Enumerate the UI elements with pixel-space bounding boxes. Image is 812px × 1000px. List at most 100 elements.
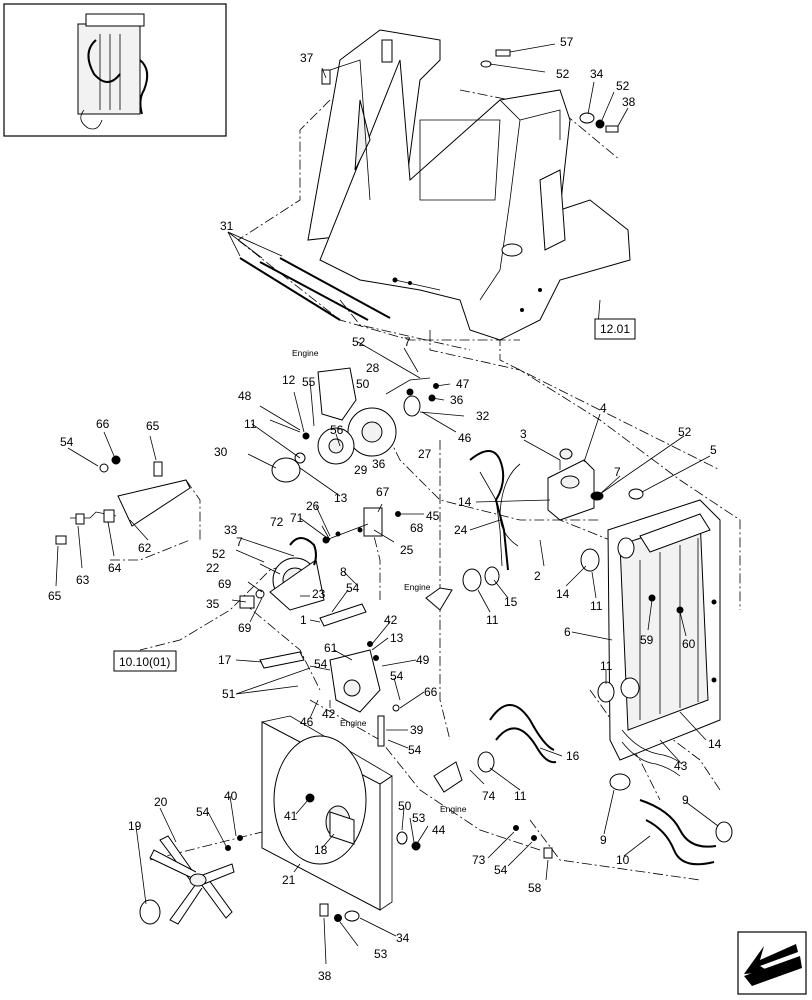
arrow-next-page-icon[interactable] <box>737 931 807 995</box>
callout-42: 42 <box>322 707 336 721</box>
callout-48: 48 <box>238 389 252 403</box>
callout-16: 16 <box>566 749 580 763</box>
callout-44: 44 <box>432 823 446 837</box>
reference-boxes <box>113 318 636 672</box>
callout-41: 41 <box>284 809 298 823</box>
callout-62: 62 <box>138 541 152 555</box>
callout-38: 38 <box>318 969 332 983</box>
callout-9: 9 <box>600 833 607 847</box>
callout-33: 33 <box>224 523 238 537</box>
callout-54: 54 <box>390 669 404 683</box>
callout-21: 21 <box>282 873 296 887</box>
callout-11: 11 <box>600 659 613 673</box>
callout-42: 42 <box>384 613 398 627</box>
callout-50: 50 <box>398 799 412 813</box>
callout-47: 47 <box>456 377 470 391</box>
callout-74: 74 <box>482 789 496 803</box>
alternator-assembly <box>269 367 439 483</box>
callout-52: 52 <box>212 547 226 561</box>
callout-14: 14 <box>556 587 570 601</box>
callout-5: 5 <box>710 443 717 457</box>
callout-1: 1 <box>300 613 307 627</box>
lower-hardware <box>513 825 553 859</box>
lower-hoses <box>433 681 733 866</box>
callout-61: 61 <box>324 641 338 655</box>
callout-52: 52 <box>678 425 692 439</box>
callout-29: 29 <box>354 463 368 477</box>
callout-24: 24 <box>454 523 468 537</box>
engine-label: Engine <box>292 348 319 358</box>
callout-15: 15 <box>504 595 518 609</box>
callout-64: 64 <box>108 561 122 575</box>
callout-35: 35 <box>206 597 220 611</box>
callout-14: 14 <box>458 495 472 509</box>
callout-40: 40 <box>224 789 238 803</box>
callout-58: 58 <box>528 881 542 895</box>
ref-box-10-10 <box>113 650 177 672</box>
assembly-lines <box>110 89 741 881</box>
callout-22: 22 <box>206 561 220 575</box>
callout-20: 20 <box>154 795 168 809</box>
callout-50: 50 <box>356 377 370 391</box>
callout-54: 54 <box>494 863 508 877</box>
callout-11: 11 <box>244 417 257 431</box>
callout-49: 49 <box>416 653 430 667</box>
callout-54: 54 <box>346 581 360 595</box>
callout-45: 45 <box>426 509 440 523</box>
coolant-reservoir <box>499 448 644 547</box>
callout-31: 31 <box>220 219 234 233</box>
engine-label: Engine <box>404 582 431 592</box>
thumbnail-radiator-icon <box>77 13 149 130</box>
callout-39: 39 <box>410 723 424 737</box>
callout-34: 34 <box>590 67 604 81</box>
ref-box-12-01 <box>594 318 636 340</box>
callout-30: 30 <box>214 445 228 459</box>
callout-18: 18 <box>314 843 328 857</box>
thumbnail-inset <box>3 3 227 137</box>
callout-65: 65 <box>48 589 62 603</box>
callout-52: 52 <box>352 335 366 349</box>
callout-60: 60 <box>682 637 696 651</box>
callout-4: 4 <box>600 401 607 415</box>
callout-73: 73 <box>472 853 486 867</box>
callout-68: 68 <box>410 521 424 535</box>
callout-46: 46 <box>458 431 472 445</box>
callout-43: 43 <box>674 759 688 773</box>
callout-11: 11 <box>514 789 527 803</box>
callout-11: 11 <box>486 613 499 627</box>
callout-63: 63 <box>76 573 90 587</box>
callout-51: 51 <box>222 687 236 701</box>
fan-shroud <box>261 715 421 911</box>
callout-36: 36 <box>450 393 464 407</box>
callout-13: 13 <box>334 491 348 505</box>
callout-52: 52 <box>556 67 570 81</box>
callout-71: 71 <box>290 511 304 525</box>
reference-12-01[interactable]: 12.01 <box>600 322 630 336</box>
callout-38: 38 <box>622 95 636 109</box>
engine-label: Engine <box>440 804 467 814</box>
callout-25: 25 <box>400 543 414 557</box>
callout-59: 59 <box>640 633 654 647</box>
rods <box>239 257 391 321</box>
callout-28: 28 <box>366 361 380 375</box>
callout-2: 2 <box>534 569 541 583</box>
radiator <box>607 499 721 761</box>
top-bolts <box>321 49 619 133</box>
callout-13: 13 <box>390 631 404 645</box>
callout-56: 56 <box>330 423 344 437</box>
callout-34: 34 <box>396 931 410 945</box>
callout-9: 9 <box>682 793 689 807</box>
callout-72: 72 <box>270 515 284 529</box>
callout-55: 55 <box>302 375 316 389</box>
callout-53: 53 <box>374 947 388 961</box>
callout-10: 10 <box>616 853 630 867</box>
callout-32: 32 <box>476 409 490 423</box>
callout-66: 66 <box>96 417 110 431</box>
callout-7: 7 <box>236 535 243 549</box>
leader-lines <box>55 43 719 965</box>
callout-labels: 37 57 52 34 52 38 31 12.01 52 7 Engine 5… <box>48 35 722 983</box>
callout-7: 7 <box>404 335 411 349</box>
callout-14: 14 <box>708 737 722 751</box>
reference-10-10-01[interactable]: 10.10(01) <box>119 655 170 669</box>
callout-46: 46 <box>300 715 314 729</box>
